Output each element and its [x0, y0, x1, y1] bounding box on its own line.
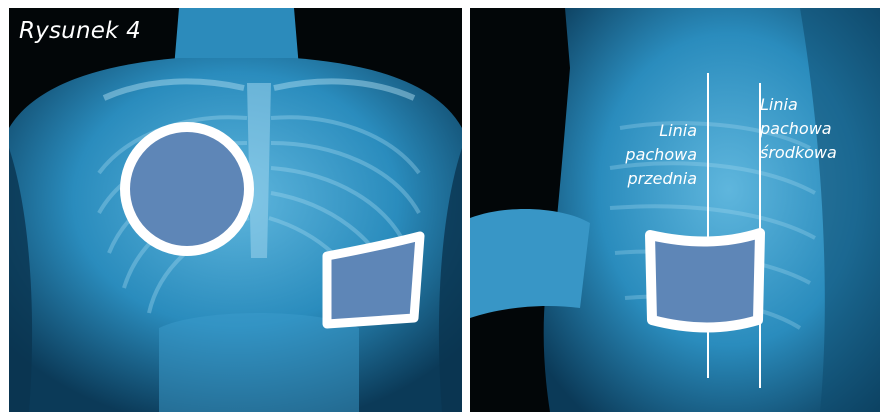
- figure-caption: Rysunek 4: [19, 18, 141, 44]
- mid-label-line-2: pachowa: [760, 117, 837, 141]
- front-view-panel: Rysunek 4: [9, 8, 462, 412]
- mid-axillary-line-label: Linia pachowa środkowa: [760, 93, 837, 165]
- round-electrode-pad: [125, 127, 249, 251]
- anterior-label-line-2: pachowa: [625, 143, 697, 167]
- anterior-label-line-1: Linia: [625, 119, 697, 143]
- mid-label-line-3: środkowa: [760, 141, 837, 165]
- anterior-label-line-3: przednia: [625, 167, 697, 191]
- side-view-panel: Linia pachowa przednia Linia pachowa śro…: [470, 8, 880, 412]
- rectangular-electrode-pad-front: [327, 236, 420, 324]
- side-torso-illustration: [470, 8, 880, 412]
- arm-shape: [470, 209, 590, 318]
- front-torso-illustration: [9, 8, 462, 412]
- anterior-axillary-line-label: Linia pachowa przednia: [625, 119, 697, 191]
- rectangular-electrode-pad-side: [650, 233, 760, 328]
- mid-label-line-1: Linia: [760, 93, 837, 117]
